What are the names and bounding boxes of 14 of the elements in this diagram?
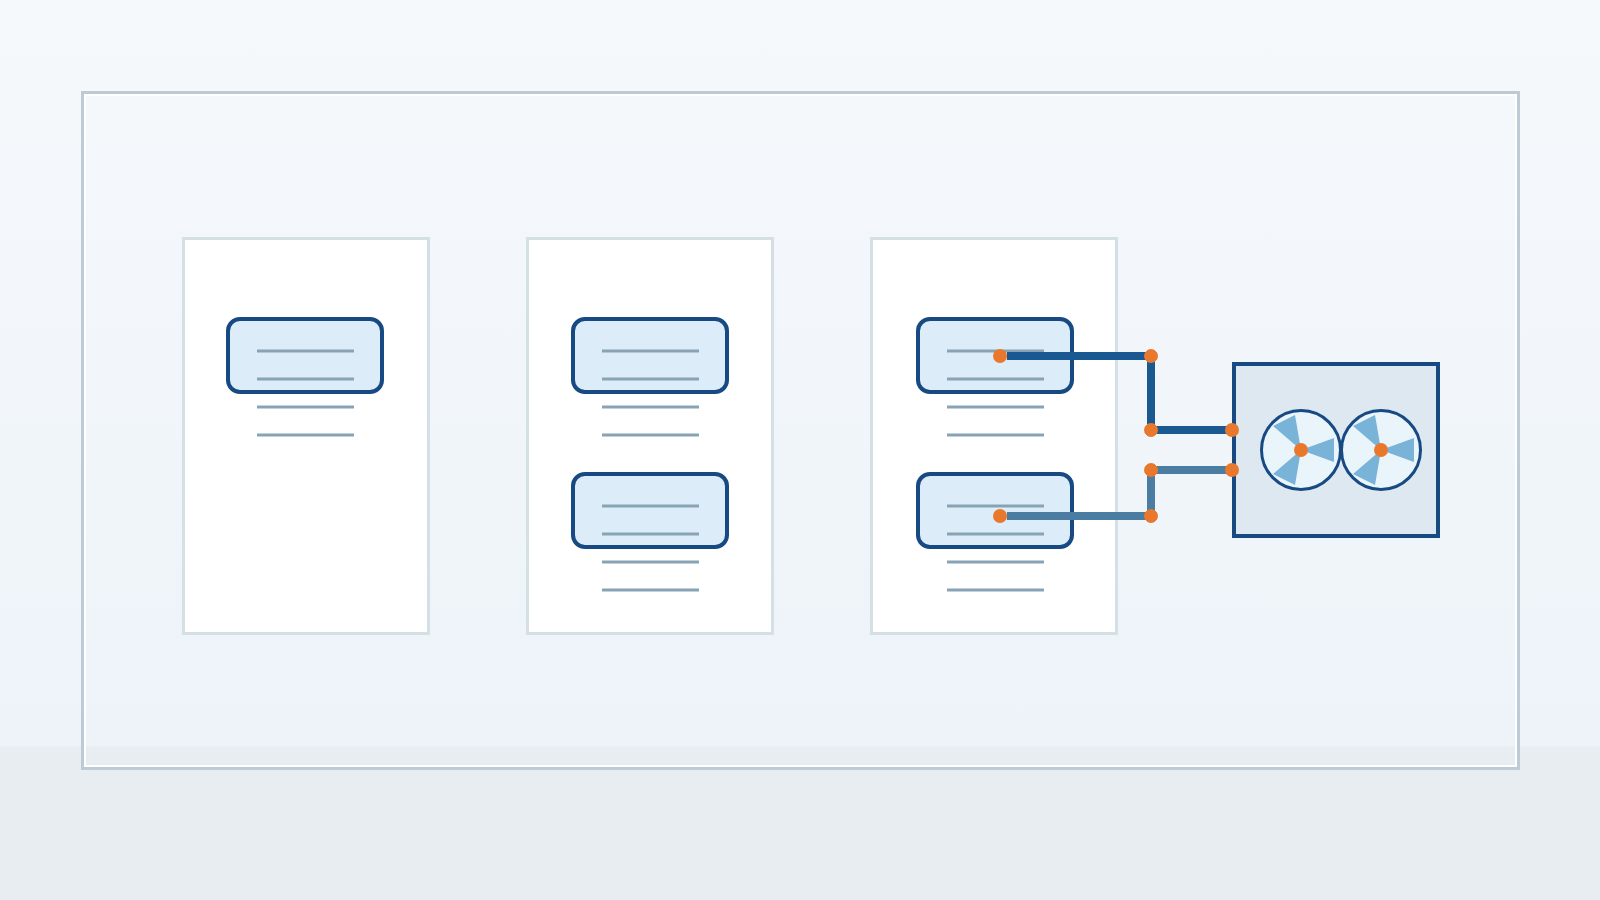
- connection-dot: [993, 349, 1007, 363]
- indoor-unit: [916, 472, 1074, 549]
- connection-dot: [993, 509, 1007, 523]
- indoor-unit: [226, 317, 384, 394]
- indoor-unit: [571, 472, 729, 549]
- panel: [526, 237, 774, 635]
- panel: [870, 237, 1118, 635]
- indoor-unit: [916, 317, 1074, 394]
- diagram-frame: [81, 91, 1520, 770]
- pipe-connector: [1007, 349, 1239, 437]
- outdoor-unit: [1232, 362, 1440, 538]
- panel: [182, 237, 430, 635]
- pipe-connector: [1007, 463, 1239, 523]
- indoor-unit: [571, 317, 729, 394]
